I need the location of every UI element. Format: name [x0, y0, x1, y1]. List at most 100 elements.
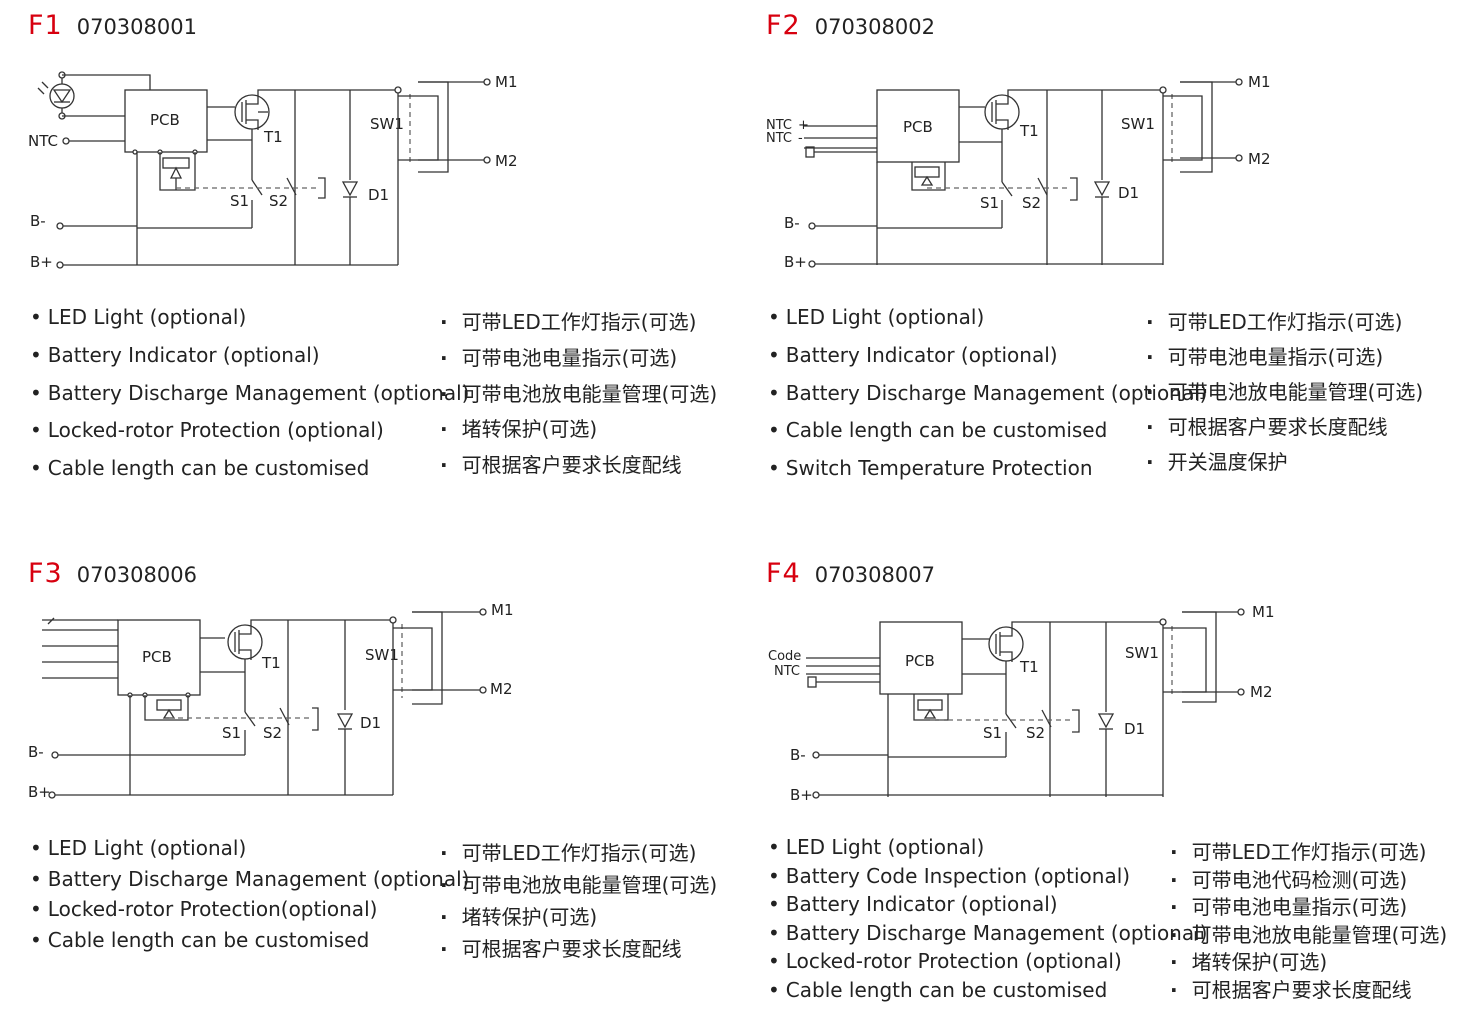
feature-item: 可根据客户要求长度配线 [1146, 411, 1388, 440]
circuit-element [239, 624, 252, 635]
s2-label: S2 [1022, 194, 1041, 212]
minus-label: - [798, 131, 803, 146]
feature-item: LED Light (optional) [768, 835, 984, 859]
circuit-element [257, 89, 395, 94]
panel-id: F1 [28, 10, 63, 41]
circuit-element [1011, 621, 1160, 626]
circuit-diagram-f2: NTC NTC + - PCB T1 S1 S2 D1 SW1 M1 M2 B-… [766, 73, 1271, 271]
circuit-element [52, 89, 72, 104]
code-label: Code [768, 649, 801, 664]
circuit-element [62, 137, 70, 145]
circuit-element [812, 791, 820, 799]
circuit-element [246, 119, 259, 130]
circuit-element [246, 94, 259, 105]
feature-item: Battery Code Inspection (optional) [768, 864, 1130, 888]
pcb-box [876, 89, 960, 163]
circuit-element [1163, 627, 1207, 693]
feature-item: 堵转保护(可选) [440, 413, 598, 442]
circuit-element [336, 713, 354, 729]
feature-item: 堵转保护(可选) [440, 901, 598, 930]
circuit-element [1000, 651, 1013, 662]
feature-item: 可带电池放电能量管理(可选) [1170, 919, 1448, 948]
feature-item: 可根据客户要求长度配线 [440, 449, 682, 478]
feature-item: Cable length can be customised [768, 978, 1108, 1002]
circuit-element [1070, 177, 1078, 201]
circuit-element [1159, 618, 1167, 626]
panel-f1-header: F1 070308001 [28, 10, 197, 41]
circuit-element [1072, 709, 1080, 733]
feature-item: Cable length can be customised [768, 418, 1108, 442]
s1-label: S1 [230, 192, 249, 210]
d1-label: D1 [1124, 720, 1145, 738]
circuit-element [483, 78, 491, 86]
t1-label: T1 [261, 654, 281, 672]
circuit-element [483, 156, 491, 164]
sw1-label: SW1 [365, 646, 399, 664]
panel-id: F4 [766, 558, 801, 589]
bminus-label: B- [30, 212, 46, 230]
s1-label: S1 [980, 194, 999, 212]
pcb-label: PCB [905, 652, 935, 670]
feature-item: 可带电池代码检测(可选) [1170, 864, 1408, 893]
pcb-label: PCB [142, 648, 172, 666]
bminus-label: B- [790, 746, 806, 764]
circuit-element [51, 751, 59, 759]
circuit-diagram-f3: PCB T1 S1 S2 D1 SW1 M1 M2 B- B+ [28, 601, 514, 801]
sensor-icon [807, 676, 817, 688]
t1-label: T1 [1019, 122, 1039, 140]
circuit-diagram-f4: Code NTC PCB T1 S1 S2 D1 SW1 M1 M2 B- B+ [768, 603, 1275, 804]
m1-label: M1 [1248, 73, 1271, 91]
circuit-element [1001, 181, 1013, 197]
pcb-box [124, 89, 208, 153]
circuit-element [56, 222, 64, 230]
circuit-element [239, 649, 252, 660]
circuit-element [911, 162, 946, 191]
feature-item: Battery Discharge Management (optional) [30, 867, 470, 891]
feature-item: 可带LED工作灯指示(可选) [1146, 306, 1403, 335]
feature-item: Battery Indicator (optional) [768, 892, 1058, 916]
m1-label: M1 [495, 73, 518, 91]
feature-item: Battery Indicator (optional) [30, 343, 320, 367]
feature-item: 可带电池电量指示(可选) [1146, 341, 1384, 370]
d1-label: D1 [368, 186, 389, 204]
sw1-label: SW1 [1125, 644, 1159, 662]
feature-item: LED Light (optional) [768, 305, 984, 329]
feature-item: Battery Discharge Management (optional) [768, 381, 1208, 405]
feature-item: 可带电池电量指示(可选) [440, 342, 678, 371]
bminus-label: B- [28, 743, 44, 761]
part-number: 070308007 [814, 563, 935, 587]
pcb-label: PCB [903, 118, 933, 136]
circuit-element [250, 619, 390, 624]
sw1-label: SW1 [370, 115, 404, 133]
circuit-element [1093, 181, 1111, 197]
s2-label: S2 [269, 192, 288, 210]
circuit-element [389, 616, 397, 624]
circuit-element [37, 87, 45, 95]
circuit-diagram-f1: PCB NTC T1 S1 S2 D1 SW1 M1 M2 B- B+ [28, 71, 518, 271]
circuit-element [62, 74, 151, 90]
part-number: 070308001 [76, 15, 197, 39]
mosfet-icon [988, 626, 1024, 662]
bplus-label: B+ [790, 786, 813, 804]
feature-item: 可根据客户要求长度配线 [440, 933, 682, 962]
feature-item: 可带LED工作灯指示(可选) [440, 306, 697, 335]
feature-item: Switch Temperature Protection [768, 456, 1093, 480]
feature-item: 堵转保护(可选) [1170, 946, 1328, 975]
circuit-element [1237, 688, 1245, 696]
circuit-element [479, 608, 487, 616]
feature-item: Locked-rotor Protection(optional) [30, 897, 378, 921]
circuit-element [1097, 713, 1115, 729]
feature-item: 可带LED工作灯指示(可选) [440, 837, 697, 866]
circuit-element [279, 707, 290, 726]
bplus-label: B+ [784, 253, 807, 271]
plus-label: + [798, 118, 809, 133]
circuit-element [920, 175, 934, 186]
circuit-element [394, 86, 402, 94]
sw1-label: SW1 [1121, 115, 1155, 133]
feature-item: Cable length can be customised [30, 456, 370, 480]
s2-label: S2 [1026, 724, 1045, 742]
feature-item: 可根据客户要求长度配线 [1170, 974, 1412, 1003]
circuit-element [1005, 713, 1017, 729]
circuit-element [1159, 86, 1167, 94]
circuit-element [1037, 177, 1048, 196]
